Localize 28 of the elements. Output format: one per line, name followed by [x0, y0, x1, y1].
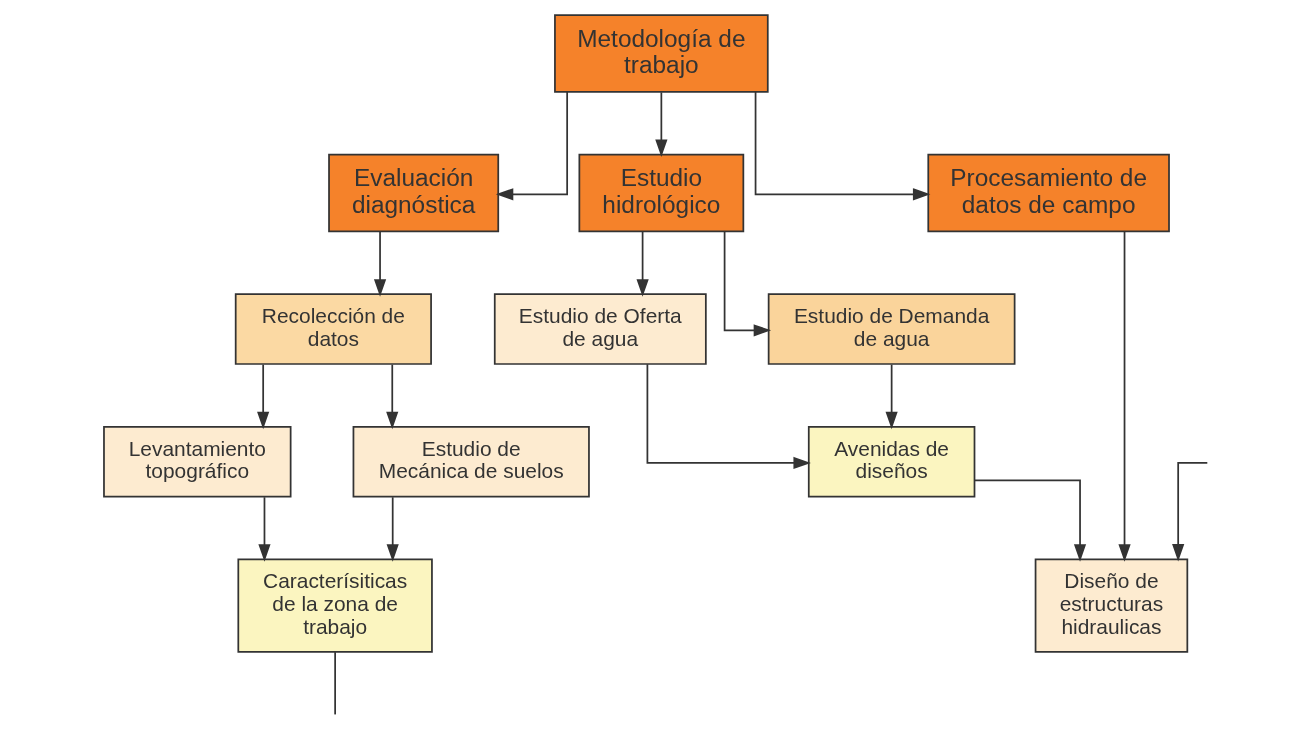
node-box: Avenidas de diseños [807, 425, 976, 498]
arrow [495, 91, 568, 201]
node-box: Diseño de estructuras hidraulicas [1034, 558, 1189, 653]
arrow [723, 231, 772, 337]
arrow [636, 230, 649, 297]
arrow [373, 230, 387, 297]
connector [334, 651, 336, 716]
node-box: Recolección de datos [234, 293, 432, 365]
arrow [973, 479, 1087, 562]
node-box: Metodología de trabajo [554, 14, 769, 93]
arrow [386, 496, 399, 562]
node-box: Caracterísiticas de la zona de trabajo [237, 558, 433, 653]
node-box: Estudio de Mecánica de suelos [352, 425, 590, 498]
arrow [386, 363, 399, 430]
node-box: Estudio hidrológico [578, 153, 745, 233]
arrow [1172, 462, 1209, 562]
arrow [257, 363, 270, 430]
arrow [258, 496, 271, 562]
node-box: Evaluación diagnóstica [328, 153, 500, 233]
node-box: Estudio de Demanda de agua [767, 293, 1016, 365]
node-box: Procesamiento de datos de campo [927, 153, 1170, 233]
arrow [885, 363, 898, 430]
arrow [655, 91, 668, 157]
node-box: Estudio de Oferta de agua [493, 293, 707, 365]
arrow [646, 363, 811, 470]
node-box: Levantamiento topográfico [103, 425, 292, 498]
arrow [754, 91, 931, 201]
arrow [1118, 231, 1131, 562]
